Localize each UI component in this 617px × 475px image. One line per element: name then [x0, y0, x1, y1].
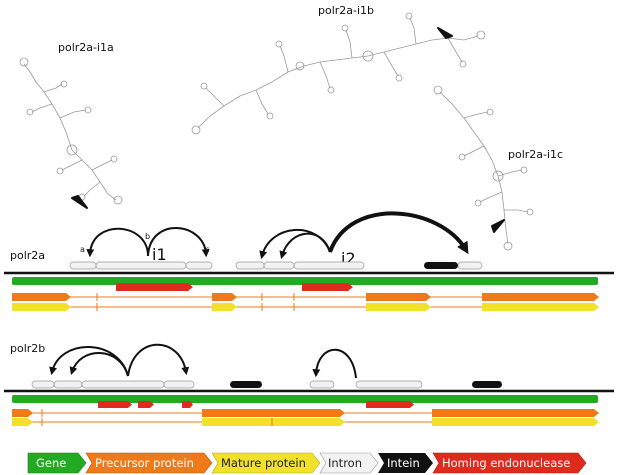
splice-label-b: b	[145, 232, 150, 241]
precursor-protein-block	[12, 293, 71, 301]
splice-arc-polr2b-4	[312, 348, 357, 379]
homing-endonuclease-block	[116, 283, 193, 291]
rna-structure-i1c	[433, 85, 534, 251]
mature-protein-block	[202, 418, 345, 426]
precursor-protein-block	[482, 293, 599, 301]
legend-swatch-precursor	[85, 452, 213, 474]
legend-item-mature: Mature protein	[211, 452, 321, 474]
mature-protein-block	[366, 303, 431, 311]
mature-protein-block	[12, 418, 33, 426]
intron-block	[69, 261, 97, 270]
intron-block	[263, 261, 295, 270]
splice-arc-i1-right	[147, 227, 210, 258]
pointer-i1c	[491, 219, 505, 233]
splice-arc-polr2b-3	[127, 343, 190, 377]
intron-block	[309, 380, 335, 389]
splice-label-a: a	[80, 245, 85, 254]
splice-arc-polr2b-2	[69, 352, 129, 377]
label-polr2a-i1a: polr2a-i1a	[58, 41, 114, 54]
rna-structure-i1b	[191, 12, 486, 135]
legend-label-intein: Intein	[387, 456, 420, 470]
intron-block	[95, 261, 187, 270]
homing-endonuclease-block	[366, 401, 414, 408]
intron-block	[163, 380, 195, 389]
track-label-polr2b: polr2b	[10, 342, 45, 355]
gene-bar	[12, 395, 598, 403]
label-polr2a-i1c: polr2a-i1c	[508, 148, 563, 161]
legend-swatch-homing	[432, 452, 587, 474]
legend-item-gene: Gene	[27, 452, 87, 474]
precursor-protein-block	[12, 409, 33, 417]
rna-structure-i1a	[19, 57, 123, 205]
legend-item-precursor: Precursor protein	[85, 452, 213, 474]
pointer-i1a	[71, 195, 88, 209]
splice-arc-i2-left-2	[279, 232, 331, 260]
intron-label-i1: i1	[152, 245, 167, 264]
legend-item-homing: Homing endonuclease	[432, 452, 587, 474]
track-polr2b: polr2b	[4, 342, 614, 426]
legend-item-intein: Intein	[378, 453, 433, 473]
legend-swatch-intein	[378, 453, 433, 473]
label-polr2a-i1b: polr2a-i1b	[318, 4, 374, 17]
legend-swatch-intron	[319, 452, 379, 474]
splice-arc-i2-right	[328, 211, 469, 255]
intein-block	[472, 381, 502, 388]
splice-arc-i2-left-1	[259, 228, 331, 260]
intron-block	[31, 380, 55, 389]
intron-block	[235, 261, 265, 270]
legend-label-gene: Gene	[36, 456, 66, 470]
homing-endonuclease-block	[98, 401, 132, 408]
legend-label-intron: Intron	[328, 456, 362, 470]
intein-block	[230, 381, 262, 388]
legend: Gene Precursor protein Mature protein In…	[27, 452, 587, 474]
mature-protein-block	[12, 303, 71, 311]
legend-label-homing: Homing endonuclease	[442, 456, 570, 470]
splice-arc-i1-left	[86, 227, 149, 258]
pointer-i1b	[437, 27, 453, 39]
mature-protein-block	[482, 303, 599, 311]
precursor-protein-block	[212, 293, 237, 301]
precursor-protein-block	[366, 293, 431, 301]
intron-block	[81, 380, 165, 389]
intron-block	[457, 261, 483, 270]
intron-block	[293, 261, 365, 270]
mature-protein-block	[212, 303, 237, 311]
mature-protein-block	[432, 418, 599, 426]
homing-endonuclease-block	[138, 401, 154, 408]
legend-swatch-mature	[211, 452, 321, 474]
intron-block	[53, 380, 83, 389]
legend-label-precursor: Precursor protein	[95, 456, 194, 470]
legend-label-mature: Mature protein	[221, 456, 306, 470]
track-label-polr2a: polr2a	[10, 249, 45, 262]
track-polr2a: polr2a a b c i1 i2	[4, 211, 614, 311]
precursor-protein-block	[432, 409, 599, 417]
intron-block	[355, 380, 423, 389]
legend-swatch-gene	[27, 452, 87, 474]
intron-block	[185, 261, 213, 270]
splice-arc-polr2b-1	[49, 346, 129, 377]
intein-block	[424, 262, 458, 269]
legend-item-intron: Intron	[319, 452, 379, 474]
precursor-protein-block	[202, 409, 345, 417]
homing-endonuclease-block	[302, 283, 353, 291]
homing-endonuclease-block	[182, 401, 193, 408]
